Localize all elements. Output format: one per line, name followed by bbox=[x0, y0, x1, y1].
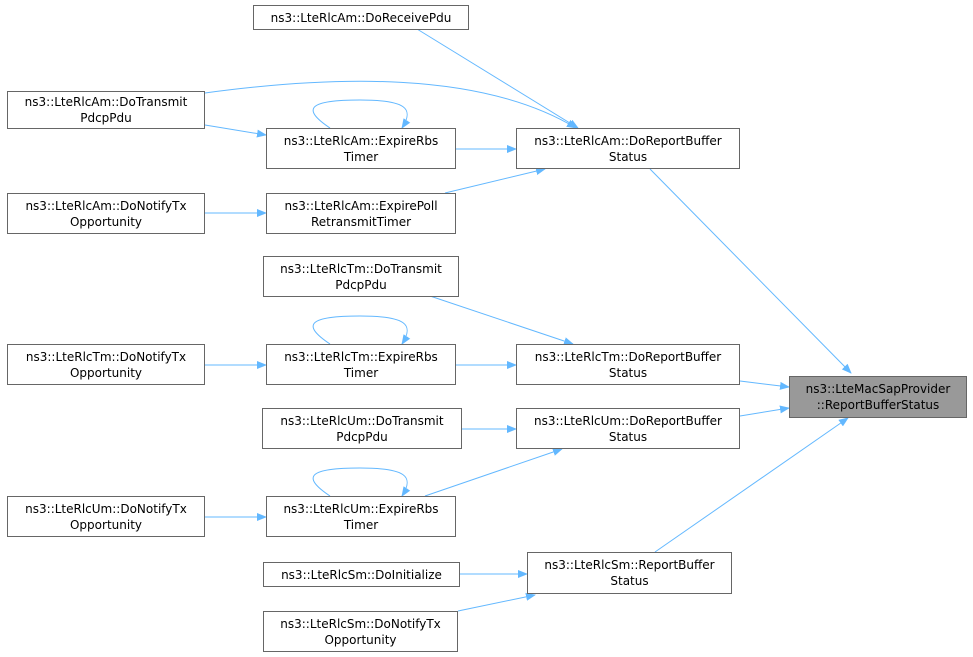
node-label-line2: Status bbox=[608, 429, 648, 444]
node-label-line1: ns3::LteRlcSm::DoNotifyTx bbox=[280, 616, 441, 631]
edge-rlcum-expirerbs-to-doreport bbox=[424, 448, 563, 497]
node-label-line2: ::ReportBufferStatus bbox=[816, 398, 940, 412]
node-label-line1: ns3::LteRlcAm::DoReportBuffer bbox=[534, 133, 722, 148]
node-label-line2: Timer bbox=[343, 149, 379, 164]
node-label-line2: PdcpPdu bbox=[336, 429, 388, 444]
node-lterlcam-dotransmitpdcppdu[interactable]: ns3::LteRlcAm::DoTransmit PdcpPdu bbox=[7, 91, 205, 129]
node-ltemacsapprovider-reportbufferstatus: ns3::LteMacSapProvider ::ReportBufferSta… bbox=[789, 376, 967, 418]
edge-rlcam-doreport-to-macsap bbox=[649, 168, 852, 374]
node-label-line1: ns3::LteRlcAm::ExpirePoll bbox=[284, 198, 438, 213]
node-lterlcam-doreceivepdu[interactable]: ns3::LteRlcAm::DoReceivePdu bbox=[253, 5, 469, 30]
edge-rlcam-transmit-to-expirerbs bbox=[204, 124, 267, 138]
node-lterlctm-dotransmitpdcppdu[interactable]: ns3::LteRlcTm::DoTransmit PdcpPdu bbox=[263, 256, 459, 297]
node-lterlcam-doreportbufferstatus[interactable]: ns3::LteRlcAm::DoReportBuffer Status bbox=[516, 128, 740, 169]
node-label-line2: PdcpPdu bbox=[80, 111, 132, 125]
node-lterlctm-donotifytxopportunity[interactable]: ns3::LteRlcTm::DoNotifyTx Opportunity bbox=[7, 344, 205, 385]
node-label-line1: ns3::LteRlcSm::DoInitialize bbox=[281, 567, 442, 582]
node-lterlcum-donotifytxopportunity[interactable]: ns3::LteRlcUm::DoNotifyTx Opportunity bbox=[7, 496, 205, 537]
edge-rlcam-receive-to-doreport bbox=[416, 28, 579, 129]
node-label-line2: Opportunity bbox=[69, 214, 142, 229]
edge-rlctm-transmit-to-doreport bbox=[429, 295, 574, 345]
node-label-line1: ns3::LteRlcAm::ExpireRbs bbox=[283, 133, 439, 148]
node-lterlcam-expirepollretransmittimer[interactable]: ns3::LteRlcAm::ExpirePoll RetransmitTime… bbox=[266, 193, 456, 234]
edge-rlcsm-notify-to-report bbox=[457, 592, 536, 612]
edge-rlcum-doreport-to-macsap bbox=[739, 405, 790, 417]
node-lterlcum-doreportbufferstatus[interactable]: ns3::LteRlcUm::DoReportBuffer Status bbox=[516, 408, 740, 449]
node-label-line2: Timer bbox=[343, 517, 379, 532]
node-label-line2: Timer bbox=[343, 365, 379, 380]
node-label-line2: Opportunity bbox=[69, 365, 142, 380]
node-label-line1: ns3::LteRlcUm::DoNotifyTx bbox=[25, 501, 187, 516]
node-lterlcum-dotransmitpdcppdu[interactable]: ns3::LteRlcUm::DoTransmit PdcpPdu bbox=[262, 408, 462, 449]
edge-rlctm-doreport-to-macsap bbox=[739, 380, 790, 390]
edge-rlctm-expirerbs-self bbox=[312, 315, 411, 345]
edge-rlcam-transmit-to-doreport bbox=[204, 80, 577, 129]
node-lterlcum-expirerbstimer[interactable]: ns3::LteRlcUm::ExpireRbs Timer bbox=[266, 496, 456, 537]
node-label-line1: ns3::LteRlcTm::DoReportBuffer bbox=[534, 349, 722, 364]
node-label-line2: Status bbox=[608, 149, 648, 164]
edge-rlcam-expirerbs-self bbox=[312, 99, 411, 129]
node-label-line1: ns3::LteRlcTm::ExpireRbs bbox=[284, 349, 438, 364]
node-lterlcsm-reportbufferstatus[interactable]: ns3::LteRlcSm::ReportBuffer Status bbox=[527, 552, 732, 594]
node-label-line2: Opportunity bbox=[69, 517, 142, 532]
node-label-line1: ns3::LteRlcAm::DoNotifyTx bbox=[25, 198, 187, 213]
node-label-line1: ns3::LteRlcUm::DoTransmit bbox=[280, 413, 444, 428]
node-label-line1: ns3::LteRlcTm::DoNotifyTx bbox=[25, 349, 187, 364]
node-label-line2: Status bbox=[610, 574, 649, 588]
node-label-line1: ns3::LteRlcAm::DoReceivePdu bbox=[270, 10, 452, 25]
node-label-line2: RetransmitTimer bbox=[310, 214, 412, 229]
edge-rlcam-expirepoll-to-doreport bbox=[444, 167, 546, 194]
node-lterlctm-expirerbstimer[interactable]: ns3::LteRlcTm::ExpireRbs Timer bbox=[266, 344, 456, 385]
node-label-line1: ns3::LteMacSapProvider bbox=[805, 382, 951, 396]
node-label-line1: ns3::LteRlcTm::DoTransmit bbox=[280, 261, 442, 276]
node-label-line2: Opportunity bbox=[324, 632, 397, 647]
node-lterlcam-expirerbstimer[interactable]: ns3::LteRlcAm::ExpireRbs Timer bbox=[266, 128, 456, 169]
node-lterlcam-donotifytxopportunity[interactable]: ns3::LteRlcAm::DoNotifyTx Opportunity bbox=[7, 193, 205, 234]
edge-rlcum-expirerbs-self bbox=[312, 467, 411, 497]
node-lterlcsm-donotifytxopportunity[interactable]: ns3::LteRlcSm::DoNotifyTx Opportunity bbox=[263, 611, 458, 652]
node-label-line1: ns3::LteRlcAm::DoTransmit bbox=[24, 95, 188, 109]
node-label-line1: ns3::LteRlcUm::DoReportBuffer bbox=[534, 413, 722, 428]
edge-rlcsm-report-to-macsap bbox=[654, 417, 849, 553]
node-lterlcsm-doinitialize[interactable]: ns3::LteRlcSm::DoInitialize bbox=[263, 562, 460, 587]
node-label-line2: PdcpPdu bbox=[335, 277, 387, 292]
node-lterlctm-doreportbufferstatus[interactable]: ns3::LteRlcTm::DoReportBuffer Status bbox=[516, 344, 740, 385]
node-label-line1: ns3::LteRlcSm::ReportBuffer bbox=[544, 558, 715, 572]
node-label-line1: ns3::LteRlcUm::ExpireRbs bbox=[283, 501, 439, 516]
node-label-line2: Status bbox=[608, 365, 648, 380]
